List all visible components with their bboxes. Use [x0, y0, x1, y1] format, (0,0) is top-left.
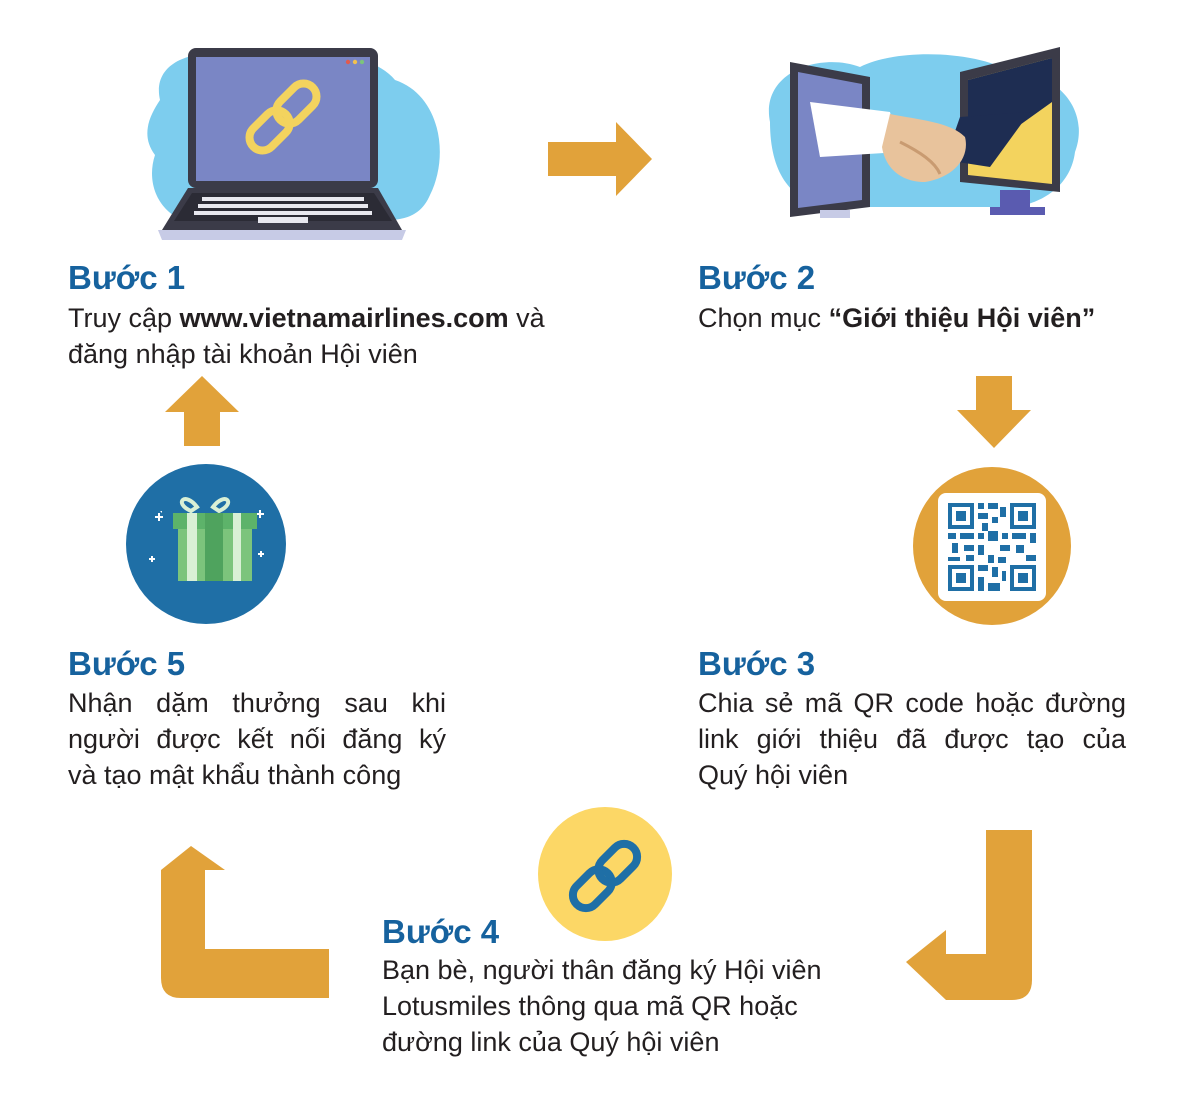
qr-code-icon [913, 467, 1071, 625]
laptop-link-icon [147, 48, 440, 240]
step-1-title: Bước 1 [68, 259, 186, 296]
step-5-title: Bước 5 [68, 645, 186, 682]
step-1-description: Truy cập www.vietnamairlines.com và đăng… [68, 300, 588, 372]
step-4-line-3: đường link của Quý hội viên [382, 1027, 720, 1057]
step-3-line-2: link giới thiệu đã được tạo của [698, 724, 1126, 754]
arrow-right-icon [548, 122, 652, 196]
website-link-text: www.vietnamairlines.com [179, 303, 509, 333]
menu-item-name: “Giới thiệu Hội viên” [828, 303, 1096, 333]
step-4-line-2: Lotusmiles thông qua mã QR hoặc [382, 991, 798, 1021]
gift-box-icon [126, 464, 286, 624]
arrow-up-icon [165, 376, 239, 446]
step-3-title: Bước 3 [698, 645, 816, 682]
chain-link-icon [538, 807, 672, 941]
step-3-line-3: Quý hội viên [698, 760, 849, 790]
step-3-description: Chia sẻ mã QR code hoặc đường link giới … [698, 685, 1126, 793]
step-5-line-2: người được kết nối đăng ký [68, 724, 446, 754]
step-5-description: Nhận dặm thưởng sau khi người được kết n… [68, 685, 446, 793]
arrow-corner-down-left-icon [906, 830, 1032, 1000]
step-2-text-pre: Chọn mục [698, 303, 829, 333]
step-5-line-1: Nhận dặm thưởng sau khi [68, 688, 446, 718]
step-2-description: Chọn mục “Giới thiệu Hội viên” [698, 300, 1178, 336]
arrow-corner-up-left-icon [161, 846, 329, 998]
step-1-text-post: và đăng nhập tài khoản Hội viên [68, 303, 545, 369]
step-4-title: Bước 4 [382, 913, 500, 950]
arrow-down-icon [957, 376, 1031, 448]
link-icon [245, 79, 321, 155]
step-4-line-1: Bạn bè, người thân đăng ký Hội viên [382, 955, 822, 985]
step-3-line-1: Chia sẻ mã QR code hoặc đường [698, 688, 1126, 718]
step-2-title: Bước 2 [698, 259, 816, 296]
handshake-monitors-icon [768, 47, 1079, 218]
step-4-description: Bạn bè, người thân đăng ký Hội viên Lotu… [382, 952, 862, 1060]
step-1-text-pre: Truy cập [68, 303, 180, 333]
step-5-line-3: và tạo mật khẩu thành công [68, 760, 402, 790]
